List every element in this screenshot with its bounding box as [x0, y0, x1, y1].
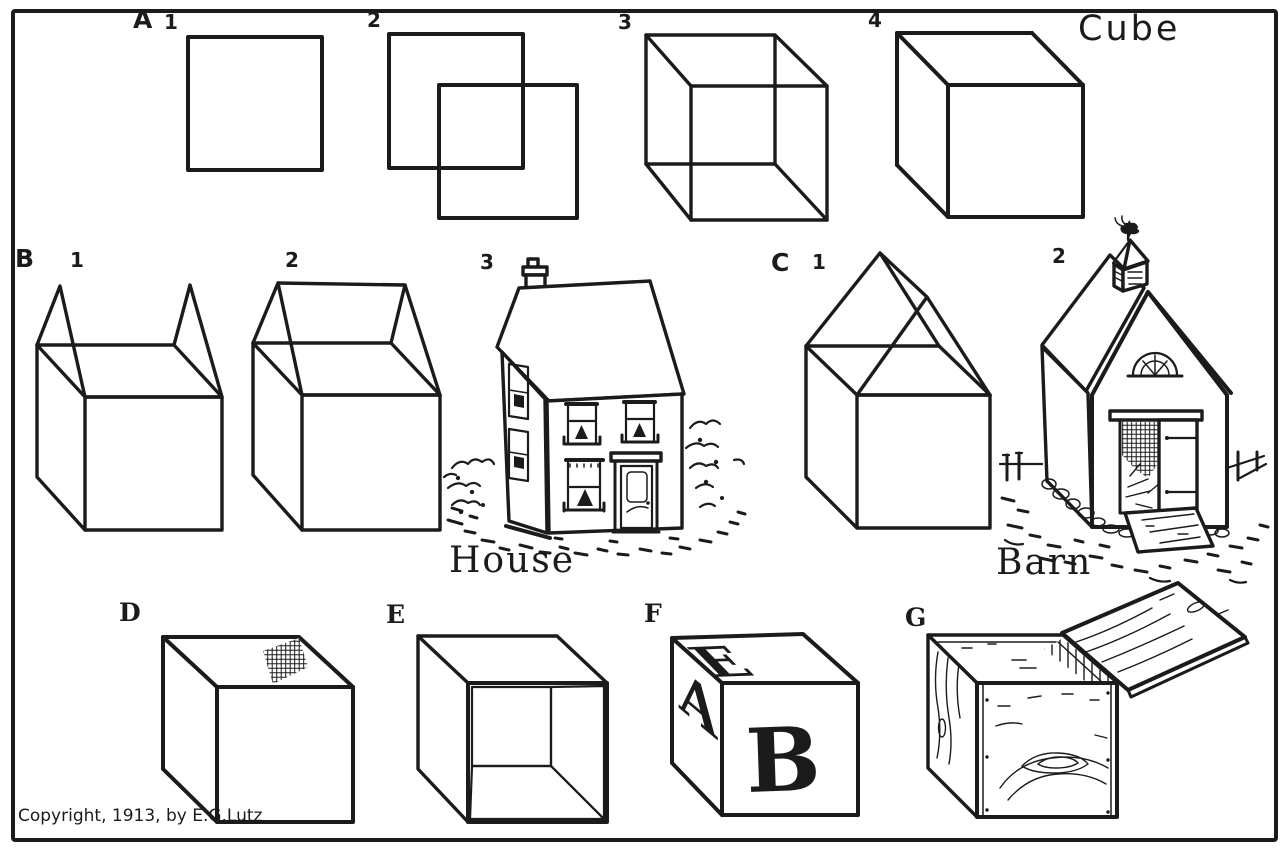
- barn-stone-foundation: [1041, 478, 1230, 538]
- house-window-upper-right: [620, 400, 660, 444]
- house-window-lower: [562, 458, 606, 513]
- house-base-shadow: [504, 524, 552, 540]
- section-c-label: C: [771, 248, 791, 277]
- cube-step1-square: [186, 35, 324, 172]
- cube-step1-number: 1: [164, 10, 178, 34]
- hollow-box-label: E: [386, 600, 406, 629]
- open-box-drawing: [161, 635, 355, 824]
- house-window-upper-left: [562, 402, 602, 446]
- cube-step4-solid-cube: [895, 31, 1085, 219]
- house-front-door: [609, 451, 663, 534]
- house-left-wall: [500, 350, 549, 535]
- rooster-weathervane-icon: [1114, 215, 1140, 242]
- barn-ground-squiggles: [1003, 538, 1248, 584]
- barn-roof-overhang-edge: [1146, 290, 1233, 395]
- cube-step3-wireframe-cube: [644, 33, 829, 222]
- open-box-label: D: [119, 598, 141, 627]
- house-caption: House: [449, 540, 576, 581]
- open-box-shadow-patch: [263, 638, 308, 684]
- house-left-wall-windows: [507, 362, 530, 483]
- house-step3-number: 3: [480, 250, 494, 274]
- crate-drawing: [926, 581, 1250, 819]
- cube-step2-number: 2: [367, 8, 381, 32]
- crate-interior-hatch: [1044, 638, 1114, 682]
- house-step2-number: 2: [285, 248, 299, 272]
- barn-fanlight-window: [1126, 351, 1184, 378]
- crate-front-face: [975, 681, 1119, 819]
- house-step2-roof-ridge-added: [251, 281, 442, 532]
- barn-cupola: [1111, 238, 1150, 293]
- barn-step2-number: 2: [1052, 244, 1066, 268]
- hollow-box-drawing: [416, 634, 609, 824]
- cube-step2-overlapping-squares: [387, 32, 579, 220]
- copyright-notice: Copyright, 1913, by E.G.Lutz: [18, 806, 263, 826]
- barn-left-fence: [998, 451, 1044, 482]
- plate-border: [11, 9, 1278, 842]
- cube-step4-number: 4: [868, 8, 882, 32]
- alphabet-block-drawing: E A B: [670, 632, 860, 817]
- barn-step1-number: 1: [812, 250, 826, 274]
- barn-sliding-door: [1157, 418, 1199, 515]
- barn-ground-stipple: [1000, 496, 1270, 574]
- house-right-bush: [684, 419, 746, 509]
- barn-door-screen: [1122, 422, 1159, 478]
- hollow-box-right-wall: [549, 684, 606, 821]
- section-b-label: B: [15, 244, 36, 273]
- alphabet-block-label: F: [644, 599, 662, 628]
- crate-label: G: [905, 603, 927, 632]
- cube-caption: Cube: [1078, 9, 1181, 49]
- crate-left-face: [926, 633, 979, 819]
- block-letter-front: B: [744, 706, 822, 813]
- section-a-label: A: [133, 5, 154, 34]
- house-step3-finished-house: [442, 257, 747, 557]
- hollow-box-back-wall: [470, 685, 553, 768]
- barn-ramp: [1123, 506, 1215, 554]
- house-left-bush: [442, 458, 496, 515]
- barn-hay-scribbles: [1125, 463, 1161, 509]
- house-ground-stipple: [446, 506, 747, 557]
- barn-step2-finished-barn: [998, 215, 1270, 584]
- barn-step1-cube-with-tall-gables: [804, 251, 992, 530]
- open-box-interior: [161, 635, 355, 689]
- house-step1-cube-with-gables: [35, 283, 224, 532]
- barn-caption: Barn: [996, 542, 1093, 583]
- barn-right-fence: [1225, 450, 1268, 482]
- house-roof-base: [497, 281, 684, 401]
- cube-step3-number: 3: [618, 10, 632, 34]
- house-step1-number: 1: [70, 248, 84, 272]
- hollow-box-floor: [468, 764, 606, 821]
